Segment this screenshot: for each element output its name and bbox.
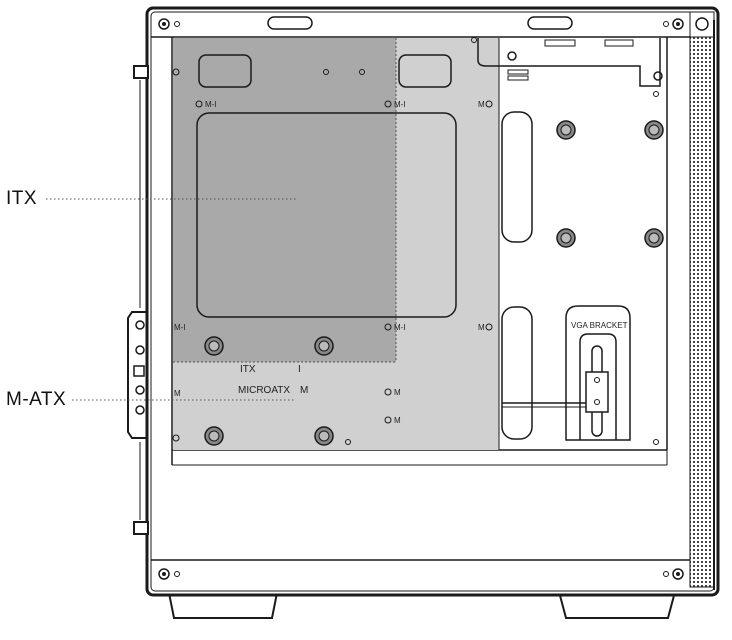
mount-screw-icon [314,336,334,356]
standoff-label: M [478,100,485,109]
top-slot-left [267,16,313,30]
itx-callout-label: ITX [6,188,38,209]
corner-screw-icon [158,568,180,580]
cable-cutout-left [198,54,252,88]
rear-io-bracket [127,311,147,439]
itx-marker-label: I [298,364,301,375]
top-slot-right [527,16,573,30]
standoff-label: M-I [394,100,406,109]
standoff-label: M-I [394,323,406,332]
standoff-label: M [478,323,485,332]
itx-board-label: ITX [240,364,256,375]
mount-screw-icon [204,336,224,356]
power-button-icon [695,17,709,31]
vga-bracket-label: VGA BRACKET [571,321,628,330]
standoff-marker: M-I [174,323,186,332]
standoff-label: M-I [174,323,186,332]
standoff-marker: M [478,323,493,332]
itx-board-zone [173,38,396,362]
standoff-marker: M-I [384,100,406,109]
standoff-label: M [394,416,401,425]
cable-cutout-right [398,54,452,88]
ssd-screw-icon [644,228,664,248]
standoff-label: M-I [205,100,217,109]
cable-slot-upper [501,111,533,243]
standoff-marker: M [174,389,181,398]
front-mesh-panel [689,36,715,588]
matx-callout-label: M-ATX [6,389,67,410]
corner-screw-icon [158,18,180,30]
ssd-screw-icon [556,228,576,248]
cpu-backplate-cutout [196,112,457,318]
standoff-label: M [174,389,181,398]
matx-board-label: MICROATX [238,385,290,396]
corner-screw-icon [663,18,684,30]
standoff-marker: M [478,100,493,109]
rear-latch-top [133,65,149,79]
standoff-label: M [394,388,401,397]
standoff-marker: M-I [195,100,217,109]
cable-slot-lower [501,306,533,440]
standoff-marker: M-I [384,323,406,332]
mount-screw-icon [204,426,224,446]
corner-screw-icon [663,568,684,580]
drive-bracket [477,38,661,87]
ssd-screw-icon [644,120,664,140]
standoff-marker: M [384,416,401,425]
matx-marker-label: M [300,385,308,396]
ssd-screw-icon [556,120,576,140]
rear-latch-bottom [133,521,149,535]
mount-screw-icon [314,426,334,446]
standoff-marker: M [384,388,401,397]
